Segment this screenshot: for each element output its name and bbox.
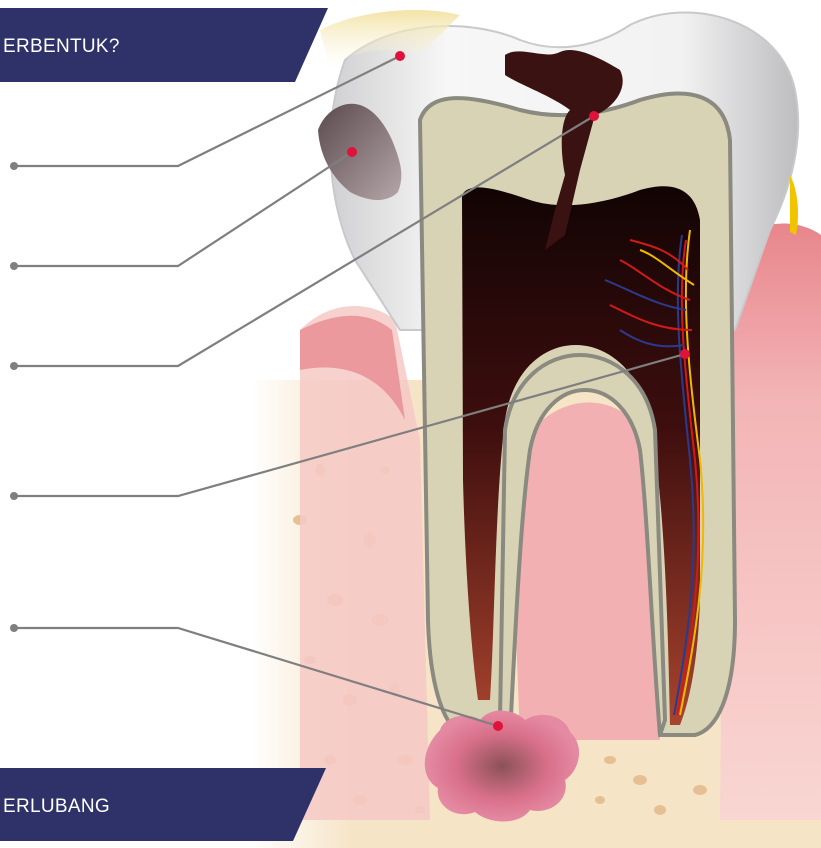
leader-line-caries bbox=[14, 152, 352, 266]
marker-root bbox=[493, 721, 503, 731]
callout-dot bbox=[10, 362, 18, 370]
bone-pore bbox=[604, 756, 616, 764]
callout-dot bbox=[10, 162, 18, 170]
callout-dot bbox=[10, 624, 18, 632]
callout-dot bbox=[10, 492, 18, 500]
bottom-banner-text: ERLUBANG bbox=[3, 796, 110, 817]
bone-pore bbox=[654, 805, 666, 815]
bone-pore bbox=[633, 775, 647, 785]
marker-caries bbox=[347, 147, 357, 157]
top-banner: ERBENTUK? bbox=[0, 8, 328, 82]
top-banner-text: ERBENTUK? bbox=[3, 36, 120, 57]
bone-pore bbox=[595, 796, 605, 804]
callout-start-dots bbox=[10, 162, 18, 632]
bottom-banner: ERLUBANG bbox=[0, 768, 326, 841]
marker-pulp bbox=[680, 349, 690, 359]
marker-dentin bbox=[589, 111, 599, 121]
callout-dot bbox=[10, 262, 18, 270]
marker-enamel bbox=[395, 51, 405, 61]
bone-pore bbox=[693, 785, 707, 795]
